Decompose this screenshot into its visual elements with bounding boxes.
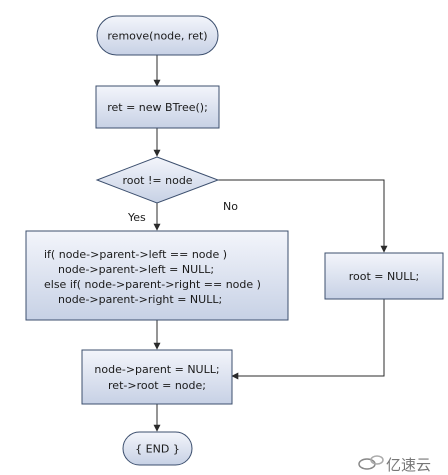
merge-line-1: node->parent = NULL;	[94, 363, 219, 376]
watermark-logo-icon	[358, 455, 384, 470]
yes-branch-line-1: if( node->parent->left == node )	[44, 248, 227, 261]
no-branch-label: root = NULL;	[349, 270, 420, 283]
decision-label: root != node	[122, 174, 192, 187]
watermark: 亿速云	[358, 455, 431, 474]
edge-decision-no	[218, 179, 388, 253]
start-terminator	[96, 15, 219, 56]
start-label: remove(node, ret)	[107, 30, 207, 43]
edge-no-to-merge	[231, 298, 385, 380]
yes-branch-process	[25, 230, 289, 321]
merge-line-2: ret->root = node;	[108, 379, 206, 392]
assign-ret-label: ret = new BTree();	[107, 101, 208, 114]
yes-branch-line-3: else if( node->parent->right == node )	[44, 278, 261, 291]
decision-diamond	[95, 156, 220, 204]
end-terminator	[122, 431, 193, 466]
yes-branch-line-4: node->parent->right = NULL;	[44, 293, 222, 306]
no-branch-process	[324, 252, 444, 300]
end-label: { END }	[135, 443, 180, 456]
yes-label: Yes	[127, 211, 146, 224]
yes-branch-line-2: node->parent->left = NULL;	[44, 263, 214, 276]
no-label: No	[223, 200, 238, 213]
watermark-text: 亿速云	[386, 456, 431, 474]
merge-process	[81, 349, 233, 405]
assign-ret-process	[95, 85, 220, 129]
